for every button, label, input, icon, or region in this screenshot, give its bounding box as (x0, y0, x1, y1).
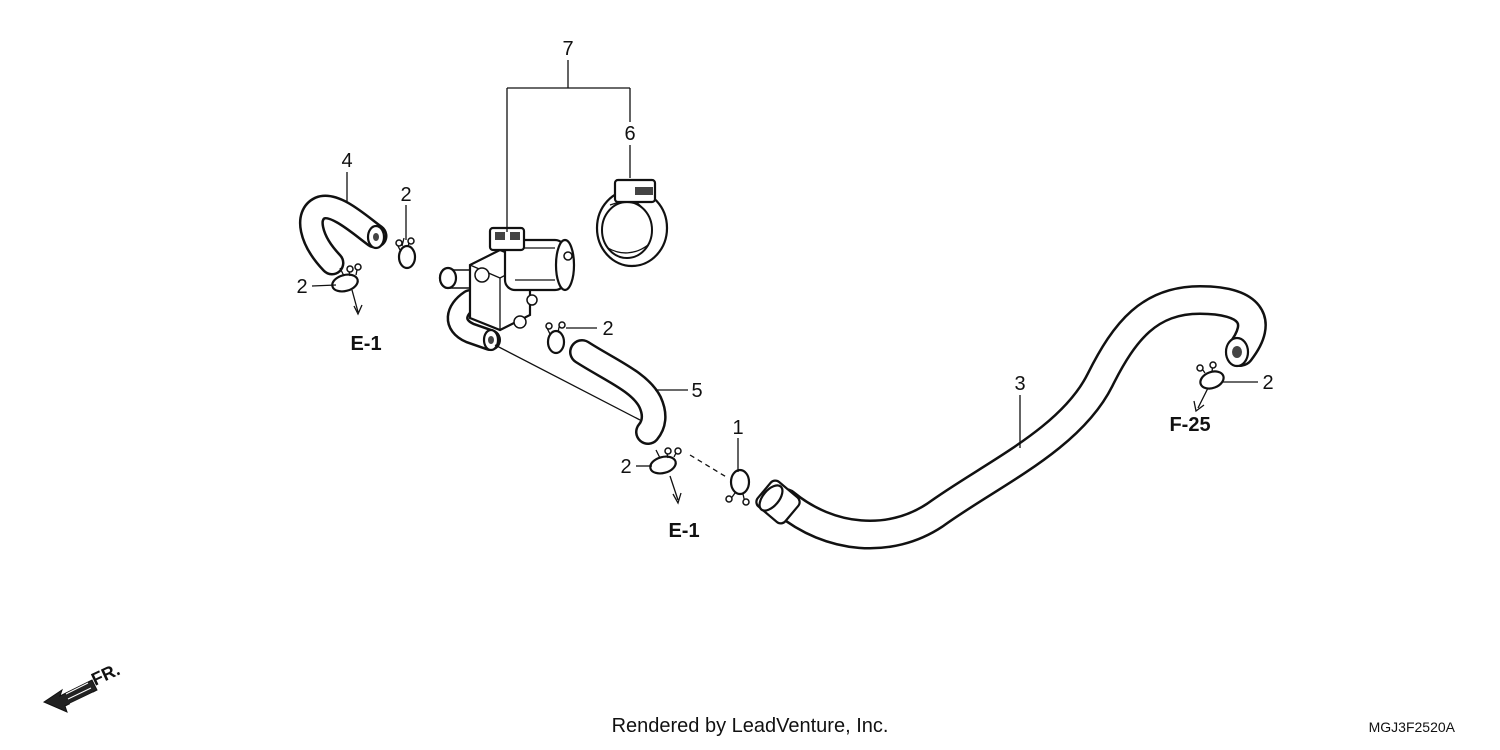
clip-2-left-lower[interactable] (330, 263, 362, 294)
part-3-air-hose[interactable] (754, 284, 1267, 550)
callout-7: 7 (562, 38, 573, 60)
part-6-band[interactable] (595, 178, 669, 268)
callout-2-mid: 2 (602, 318, 613, 340)
diagram-code: MGJ3F2520A (1369, 719, 1456, 735)
callout-2-bottom: 2 (620, 456, 631, 478)
callout-4: 4 (341, 150, 352, 172)
clip-2-upper[interactable] (395, 237, 417, 270)
clip-1[interactable] (725, 468, 751, 506)
footer-credit: Rendered by LeadVenture, Inc. (612, 715, 889, 737)
callout-1: 1 (732, 417, 743, 439)
leader-lines (311, 60, 1258, 505)
clip-2-right[interactable] (1196, 361, 1226, 392)
front-direction-arrow-icon (42, 679, 98, 713)
callout-5: 5 (691, 380, 702, 402)
callout-3: 3 (1014, 373, 1025, 395)
ref-f25[interactable]: F-25 (1169, 414, 1210, 436)
part-4-bent-hose[interactable] (299, 194, 388, 276)
ref-e1-left[interactable]: E-1 (350, 333, 381, 355)
callout-2-upper: 2 (400, 184, 411, 206)
ref-e1-bottom[interactable]: E-1 (668, 520, 699, 542)
callout-2-right: 2 (1262, 372, 1273, 394)
callout-2-left: 2 (296, 276, 307, 298)
part-5-short-hose[interactable] (569, 339, 667, 445)
part-7-control-valve[interactable] (438, 226, 576, 352)
clip-2-mid[interactable] (545, 321, 566, 355)
callout-6: 6 (624, 123, 635, 145)
clip-2-bottom[interactable] (648, 447, 682, 476)
